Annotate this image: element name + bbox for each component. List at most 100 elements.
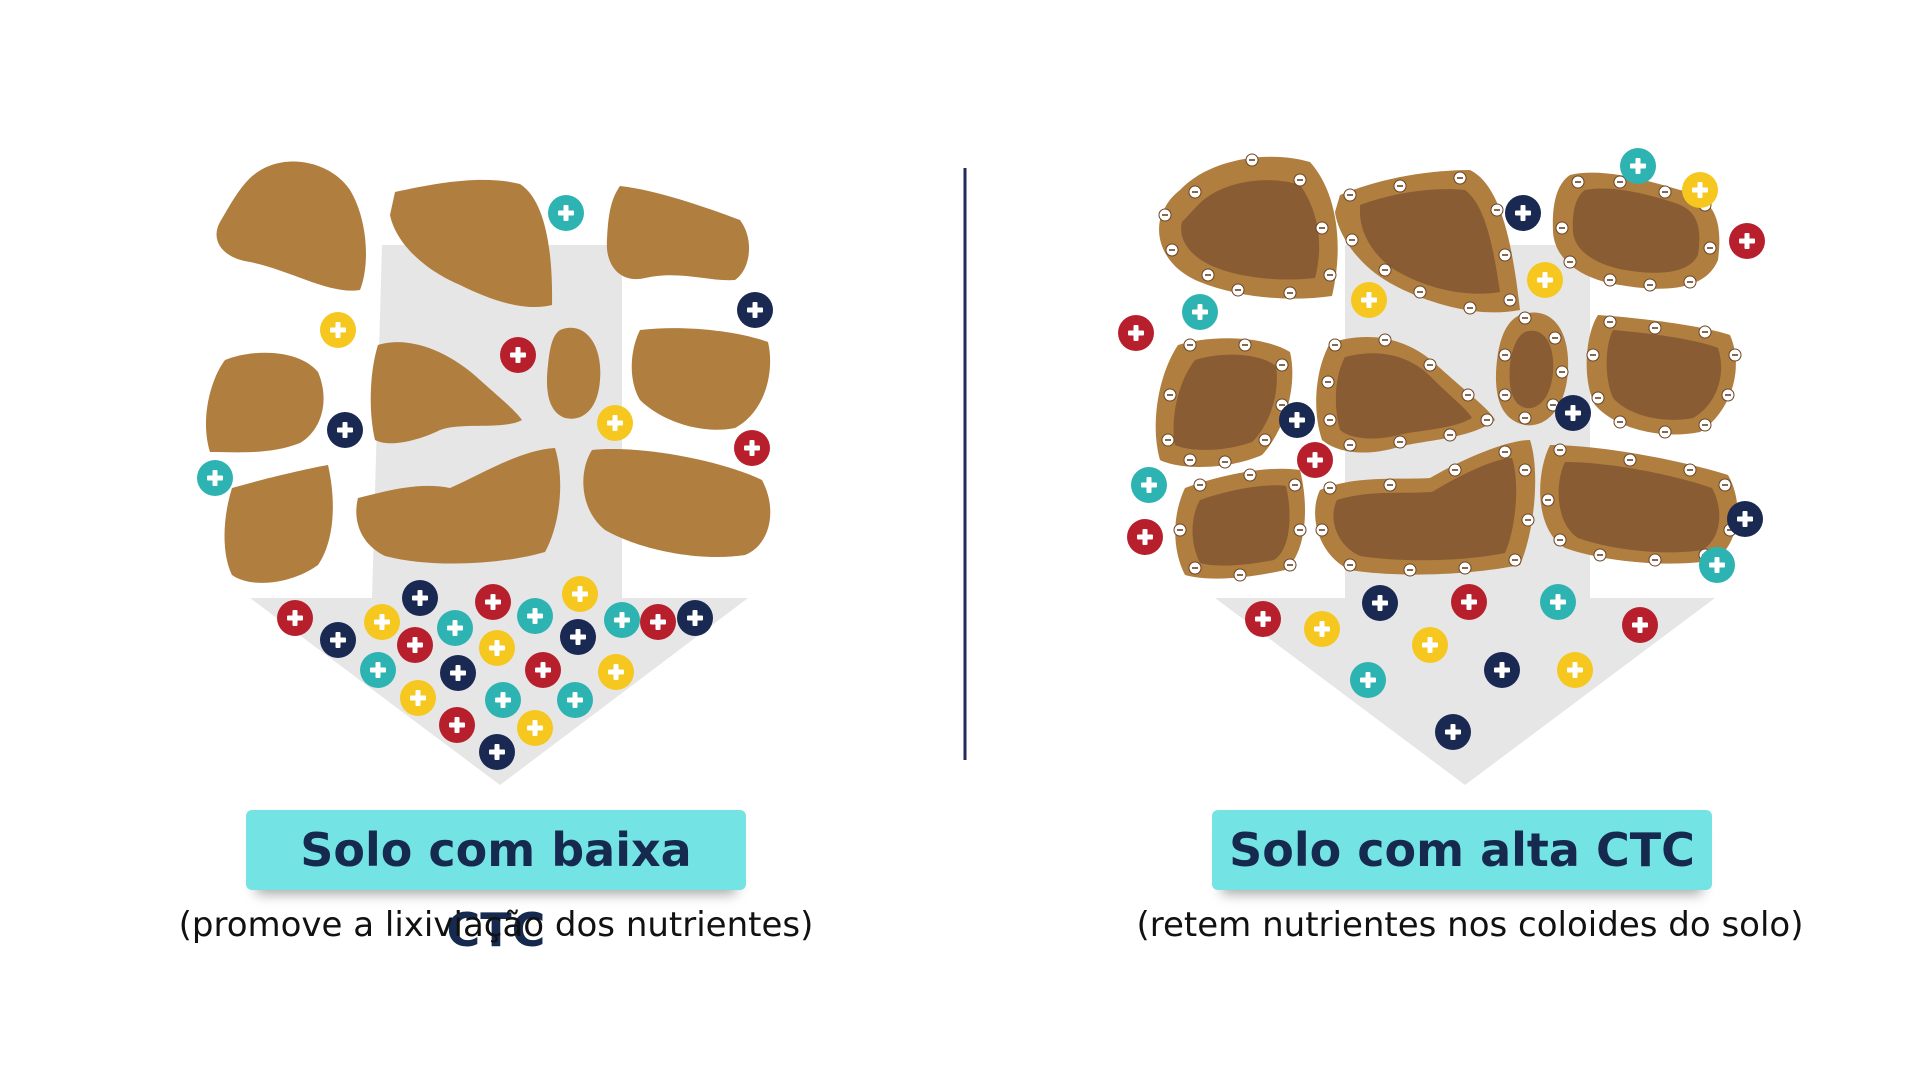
soil-particle [224,465,333,583]
cation-plus-icon [1682,172,1718,208]
negative-charge-icon [1721,388,1735,402]
cation-plus-icon [485,682,521,718]
negative-charge-icon [1393,179,1407,193]
cation-plus-icon [1451,584,1487,620]
cation-plus-icon [562,576,598,612]
cation-plus-icon [1729,223,1765,259]
cation-plus-icon [1127,519,1163,555]
high-ctc-title: Solo com alta CTC [1212,810,1712,890]
negative-charge-icon [1490,203,1504,217]
negative-charge-icon [1245,153,1259,167]
negative-charge-icon [1728,348,1742,362]
negative-charge-icon [1591,391,1605,405]
negative-charge-icon [1463,301,1477,315]
cation-plus-icon [1505,195,1541,231]
cation-plus-icon [1699,547,1735,583]
cation-plus-icon [517,598,553,634]
negative-charge-icon [1458,561,1472,575]
negative-charge-icon [1613,415,1627,429]
cation-plus-icon [1245,601,1281,637]
negative-charge-icon [1283,558,1297,572]
cation-plus-icon [1412,627,1448,663]
negative-charge-icon [1218,455,1232,469]
cation-plus-icon [320,622,356,658]
soil-particle [205,352,324,453]
negative-charge-icon [1173,523,1187,537]
negative-charge-icon [1328,338,1342,352]
negative-charge-icon [1563,255,1577,269]
negative-charge-icon [1453,171,1467,185]
cation-plus-icon [1435,714,1471,750]
right-soil-colloids [1155,156,1738,579]
cation-plus-icon [640,604,676,640]
cation-plus-icon [439,707,475,743]
negative-charge-icon [1443,428,1457,442]
cation-plus-icon [548,195,584,231]
cation-plus-icon [1351,282,1387,318]
cation-plus-icon [1182,294,1218,330]
negative-charge-icon [1233,568,1247,582]
soil-particle [390,179,553,308]
left-panel [205,161,967,785]
colloid-particle [1316,336,1495,453]
soil-particle [606,186,750,281]
negative-charge-icon [1188,185,1202,199]
negative-charge-icon [1343,558,1357,572]
negative-charge-icon [1541,493,1555,507]
cation-plus-icon [437,610,473,646]
cation-plus-icon [1557,652,1593,688]
negative-charge-icon [1293,523,1307,537]
colloid-particle [1159,156,1338,299]
negative-charge-icon [1293,173,1307,187]
negative-charge-icon [1548,331,1562,345]
negative-charge-icon [1378,263,1392,277]
cation-plus-icon [737,292,773,328]
negative-charge-icon [1448,463,1462,477]
negative-charge-icon [1518,311,1532,325]
nutrient-cations [197,148,1765,770]
negative-charge-icon [1343,438,1357,452]
negative-charge-icon [1275,358,1289,372]
negative-charge-icon [1403,563,1417,577]
negative-charge-icon [1343,188,1357,202]
negative-charge-icon [1586,348,1600,362]
colloid-particle [1586,315,1736,435]
colloid-negative-charges [1158,153,1742,582]
cation-plus-icon [327,412,363,448]
negative-charge-icon [1323,268,1337,282]
negative-charge-icon [1188,561,1202,575]
negative-charge-icon [1321,375,1335,389]
negative-charge-icon [1165,243,1179,257]
colloid-particle [1315,440,1536,575]
cation-plus-icon [197,460,233,496]
colloid-particle [1540,445,1738,564]
cation-plus-icon [1279,402,1315,438]
negative-charge-icon [1683,275,1697,289]
cation-plus-icon [479,630,515,666]
cation-plus-icon [397,627,433,663]
low-ctc-subtitle: (promove a lixiviação dos nutrientes) [178,905,814,945]
negative-charge-icon [1603,315,1617,329]
negative-charge-icon [1163,388,1177,402]
cation-plus-icon [1350,662,1386,698]
cation-plus-icon [1540,584,1576,620]
cation-plus-icon [440,655,476,691]
negative-charge-icon [1283,286,1297,300]
negative-charge-icon [1498,248,1512,262]
cation-plus-icon [364,604,400,640]
negative-charge-icon [1648,553,1662,567]
cation-plus-icon [1527,262,1563,298]
soil-particle [546,327,601,419]
negative-charge-icon [1413,285,1427,299]
cation-plus-icon [598,654,634,690]
colloid-particle [1552,172,1720,289]
negative-charge-icon [1423,358,1437,372]
high-ctc-subtitle: (retem nutrientes nos coloides do solo) [1136,905,1804,945]
negative-charge-icon [1315,221,1329,235]
negative-charge-icon [1378,333,1392,347]
negative-charge-icon [1231,283,1245,297]
negative-charge-icon [1503,293,1517,307]
negative-charge-icon [1158,208,1172,222]
cation-plus-icon [1131,467,1167,503]
